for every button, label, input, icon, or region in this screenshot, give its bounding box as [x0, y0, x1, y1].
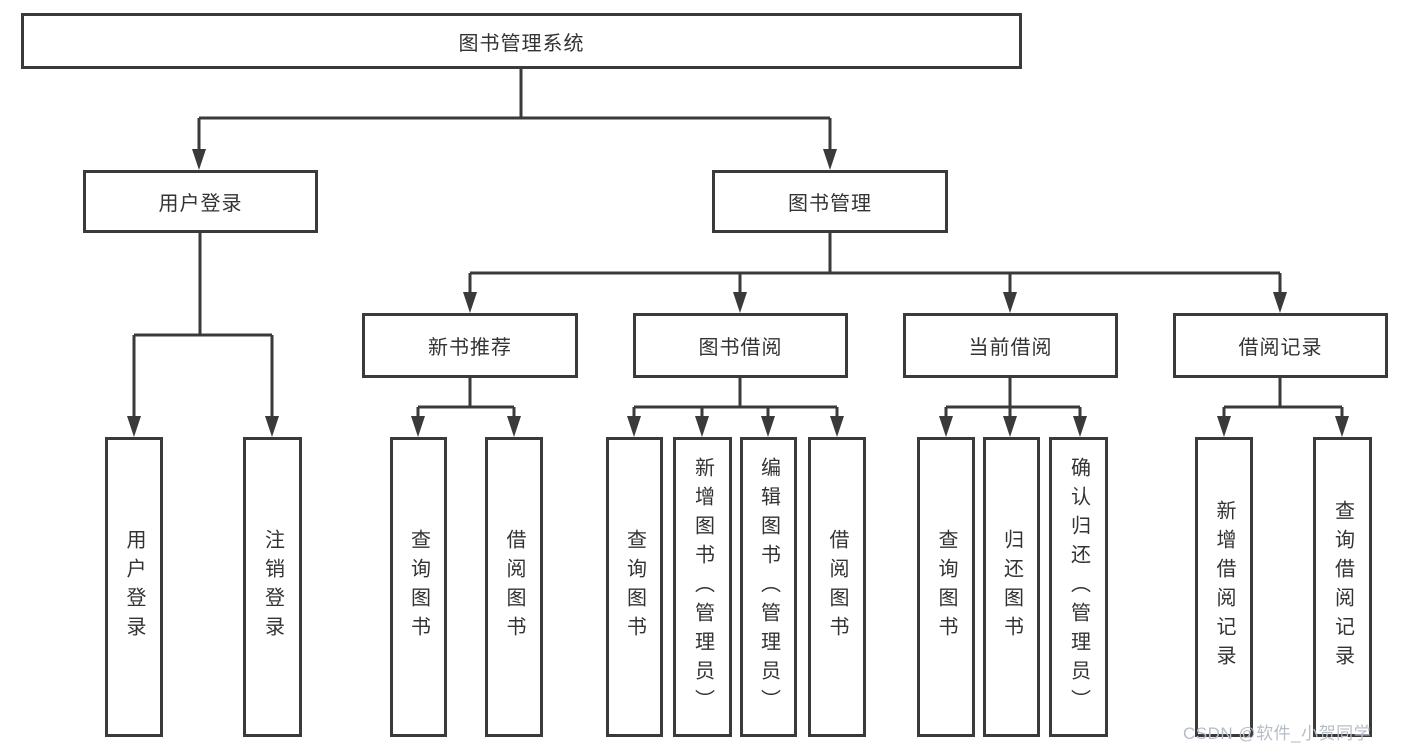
leaf-borrow-books-recommend: 借阅图书 — [485, 437, 543, 737]
connector-root-to-level2 — [192, 69, 837, 170]
leaf-add-borrow-record: 新增借阅记录 — [1195, 437, 1253, 737]
leaf-return-books: 归还图书 — [983, 437, 1040, 737]
leaf-user-login: 用户登录 — [105, 437, 163, 737]
connector-path — [944, 378, 1082, 423]
arrowhead-down-icon — [507, 416, 521, 437]
node-label: 查询图书 — [623, 529, 646, 645]
arrowhead-down-icon — [733, 292, 747, 313]
node-label: 图书管理 — [788, 193, 872, 215]
node-label: 借阅图书 — [826, 529, 848, 645]
node-label: 图书管理系统 — [458, 32, 585, 55]
connector-path — [132, 233, 274, 423]
leaf-logout: 注销登录 — [243, 437, 302, 737]
connector-path — [197, 69, 832, 156]
arrowhead-down-icon — [627, 416, 641, 437]
connector-path — [468, 233, 1282, 299]
node-current-borrowing: 当前借阅 — [903, 313, 1118, 378]
leaf-query-books-current: 查询图书 — [917, 437, 975, 737]
node-label: 查询图书 — [935, 529, 957, 645]
node-label: 用户登录 — [158, 193, 243, 215]
node-library-system: 图书管理系统 — [21, 13, 1022, 69]
arrowhead-down-icon — [411, 416, 425, 437]
arrowhead-down-icon — [823, 149, 837, 170]
connector-book-borrow-children — [627, 378, 844, 437]
arrowhead-down-icon — [1273, 292, 1287, 313]
connector-current-borrow-children — [939, 378, 1087, 437]
arrowhead-down-icon — [127, 416, 141, 437]
node-label: 注销登录 — [261, 529, 284, 645]
node-book-management: 图书管理 — [712, 170, 948, 233]
leaf-add-book-admin: 新增图书（管理员） — [673, 437, 732, 737]
arrowhead-down-icon — [192, 149, 206, 170]
node-label: 新增借阅记录 — [1213, 500, 1235, 674]
connector-path — [416, 378, 516, 423]
connector-borrow-record-children — [1217, 378, 1349, 437]
node-new-book-recommend: 新书推荐 — [362, 313, 578, 378]
leaf-edit-book-admin: 编辑图书（管理员） — [740, 437, 797, 737]
arrowhead-down-icon — [265, 416, 279, 437]
node-label: 编辑图书（管理员） — [757, 456, 780, 718]
arrowhead-down-icon — [1003, 416, 1017, 437]
node-label: 新书推荐 — [428, 337, 512, 359]
node-label: 新增图书（管理员） — [691, 456, 714, 718]
connector-book-mgmt-to-level3 — [463, 233, 1287, 313]
connector-path — [632, 378, 839, 423]
arrowhead-down-icon — [1335, 416, 1349, 437]
node-label: 查询借阅记录 — [1331, 500, 1354, 674]
leaf-query-borrow-record: 查询借阅记录 — [1313, 437, 1372, 737]
arrowhead-down-icon — [761, 416, 775, 437]
leaf-query-books-recommend: 查询图书 — [390, 437, 447, 737]
arrowhead-down-icon — [463, 292, 477, 313]
node-label: 归还图书 — [1000, 529, 1023, 645]
node-label: 确认归还（管理员） — [1067, 456, 1090, 718]
leaf-query-books-borrowing: 查询图书 — [606, 437, 663, 737]
node-label: 图书借阅 — [698, 337, 783, 359]
arrowhead-down-icon — [1073, 416, 1087, 437]
node-label: 用户登录 — [123, 529, 145, 645]
arrowhead-down-icon — [1003, 292, 1017, 313]
connector-path — [1222, 378, 1344, 423]
watermark: CSDN @软件_小贺同学 — [1183, 724, 1372, 743]
arrowhead-down-icon — [939, 416, 953, 437]
arrowhead-down-icon — [830, 416, 844, 437]
node-user-login: 用户登录 — [83, 170, 318, 233]
connector-user-login-children — [127, 233, 279, 437]
arrowhead-down-icon — [695, 416, 709, 437]
leaf-borrow-books: 借阅图书 — [808, 437, 866, 737]
node-label: 借阅图书 — [503, 529, 525, 645]
node-borrow-records: 借阅记录 — [1173, 313, 1388, 378]
connector-new-book-children — [411, 378, 521, 437]
node-book-borrowing: 图书借阅 — [633, 313, 848, 378]
node-label: 当前借阅 — [968, 337, 1053, 359]
arrowhead-down-icon — [1217, 416, 1231, 437]
node-label: 借阅记录 — [1238, 337, 1323, 359]
node-label: 查询图书 — [407, 529, 430, 645]
leaf-confirm-return-admin: 确认归还（管理员） — [1049, 437, 1108, 737]
